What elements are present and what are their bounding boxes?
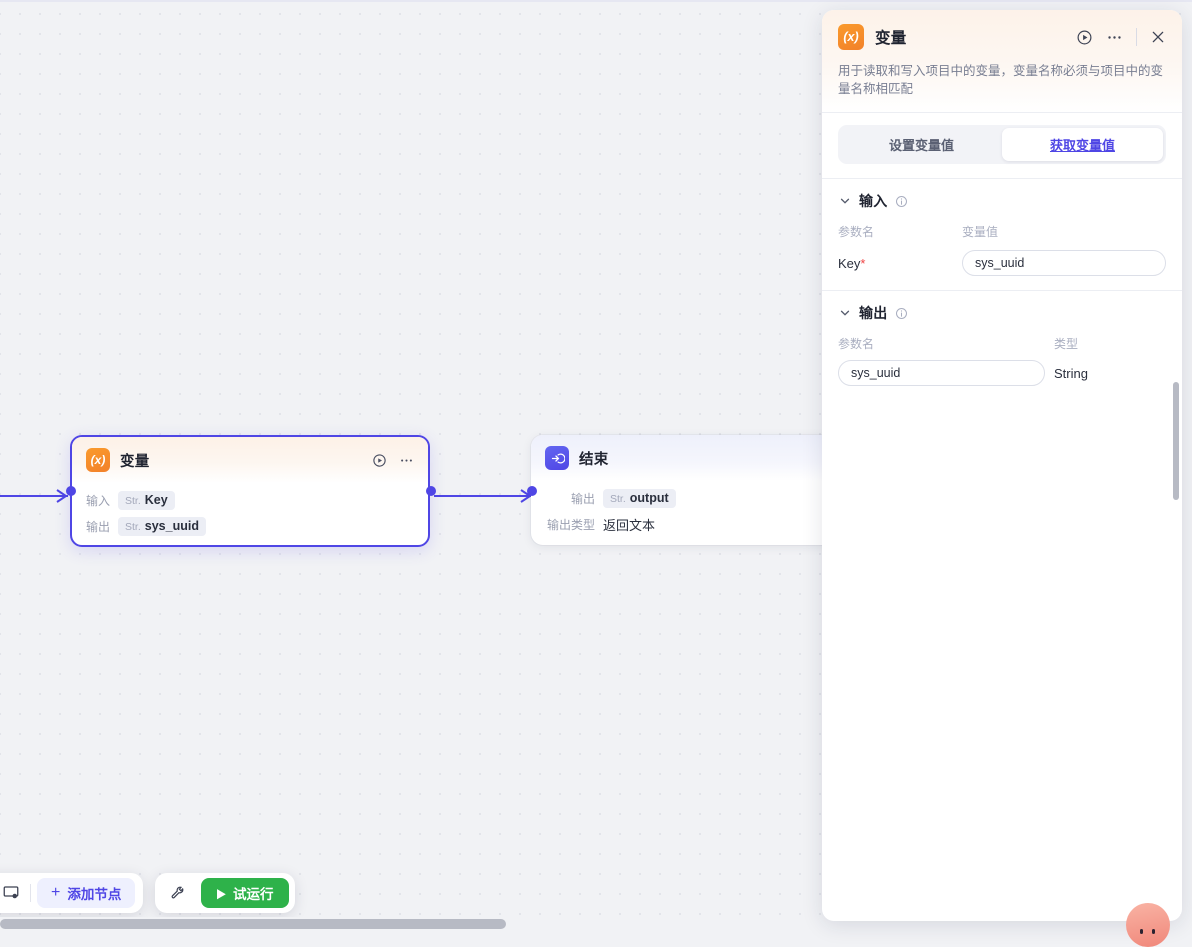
node-variable-title: 变量: [120, 450, 362, 471]
panel-description: 用于读取和写入项目中的变量，变量名称必须与项目中的变量名称相匹配: [838, 62, 1166, 98]
info-icon[interactable]: [895, 307, 908, 320]
node-row-label: 输出类型: [545, 516, 595, 533]
chip-value: output: [630, 491, 669, 505]
node-row-label: 输出: [545, 490, 595, 507]
output-row: String: [838, 360, 1166, 386]
input-row: Key*: [838, 250, 1166, 276]
node-run-icon[interactable]: [372, 453, 387, 468]
horizontal-scrollbar-thumb[interactable]: [0, 919, 506, 929]
node-row-label: 输入: [86, 492, 110, 509]
node-row-chip: Str. sys_uuid: [118, 517, 206, 536]
variable-key-input[interactable]: [962, 250, 1166, 276]
type-tag: Str.: [125, 521, 141, 533]
play-icon: ▶: [216, 886, 226, 901]
type-tag: Str.: [125, 495, 141, 507]
chip-value: sys_uuid: [145, 519, 199, 533]
panel-tab-group[interactable]: 设置变量值 获取变量值: [838, 125, 1166, 164]
node-variable[interactable]: (x) 变量 输入 Str. Key: [70, 435, 430, 547]
input-field-name: Key: [838, 256, 860, 271]
output-name-input[interactable]: [838, 360, 1045, 386]
output-col-header-name: 参数名: [838, 335, 1054, 352]
variable-fx-icon: (x): [86, 448, 110, 472]
node-row-label: 输出: [86, 518, 110, 535]
chevron-down-icon[interactable]: [838, 194, 852, 208]
panel-header: (x) 变量: [822, 10, 1182, 112]
node-variable-body: 输入 Str. Key 输出 Str. sys_uuid: [72, 483, 428, 547]
chevron-down-icon[interactable]: [838, 306, 852, 320]
node-detail-panel: (x) 变量: [822, 10, 1182, 921]
type-tag: Str.: [610, 493, 626, 505]
output-section-title: 输出: [859, 303, 888, 323]
canvas-toolbar-left[interactable]: + 添加节点: [0, 873, 143, 913]
node-more-icon[interactable]: [399, 453, 414, 468]
node-row: 输入 Str. Key: [86, 487, 414, 513]
panel-title: 变量: [875, 26, 1065, 48]
node-variable-input-port[interactable]: [66, 486, 76, 496]
chip-value: Key: [145, 493, 168, 507]
top-divider: [0, 0, 1192, 2]
screen-settings-icon[interactable]: [0, 880, 24, 906]
wrench-icon[interactable]: [165, 880, 191, 906]
panel-divider: [822, 112, 1182, 113]
input-col-header-value: 变量值: [962, 223, 1166, 240]
panel-scrollbar-thumb[interactable]: [1173, 382, 1179, 500]
header-divider: [1136, 28, 1137, 46]
play-circle-icon[interactable]: [1076, 29, 1093, 46]
end-arrow-icon: [545, 446, 569, 470]
add-node-label: 添加节点: [67, 883, 121, 903]
output-col-header-type: 类型: [1054, 335, 1166, 352]
input-section-title: 输入: [859, 191, 888, 211]
variable-fx-icon: (x): [838, 24, 864, 50]
add-node-button[interactable]: + 添加节点: [37, 878, 135, 908]
node-end-input-port[interactable]: [527, 486, 537, 496]
run-test-button[interactable]: ▶ 试运行: [201, 878, 289, 908]
toolbar-separator: [30, 884, 31, 902]
input-col-header-name: 参数名: [838, 223, 962, 240]
required-asterisk: *: [860, 256, 865, 271]
node-variable-output-port[interactable]: [426, 486, 436, 496]
node-row-value: 返回文本: [603, 515, 655, 534]
plus-icon: +: [51, 884, 60, 902]
canvas-toolbar-right[interactable]: ▶ 试运行: [155, 873, 295, 913]
node-row-chip: Str. Key: [118, 491, 175, 510]
info-icon[interactable]: [895, 195, 908, 208]
node-row: 输出 Str. sys_uuid: [86, 513, 414, 539]
output-type-value: String: [1054, 366, 1166, 381]
input-section: 输入 参数名 变量值 Key*: [822, 179, 1182, 290]
edge-variable-to-end: [428, 483, 538, 509]
node-variable-header[interactable]: (x) 变量: [72, 437, 428, 483]
output-section: 输出 参数名 类型 String: [822, 291, 1182, 400]
run-test-label: 试运行: [233, 883, 274, 903]
node-row-chip: Str. output: [603, 489, 676, 508]
ellipsis-icon[interactable]: [1106, 29, 1123, 46]
close-icon[interactable]: [1150, 29, 1166, 45]
tab-get-variable[interactable]: 获取变量值: [1002, 128, 1163, 161]
input-field-label: Key*: [838, 256, 962, 271]
assistant-avatar[interactable]: [1126, 903, 1170, 947]
tab-set-variable[interactable]: 设置变量值: [841, 128, 1002, 161]
